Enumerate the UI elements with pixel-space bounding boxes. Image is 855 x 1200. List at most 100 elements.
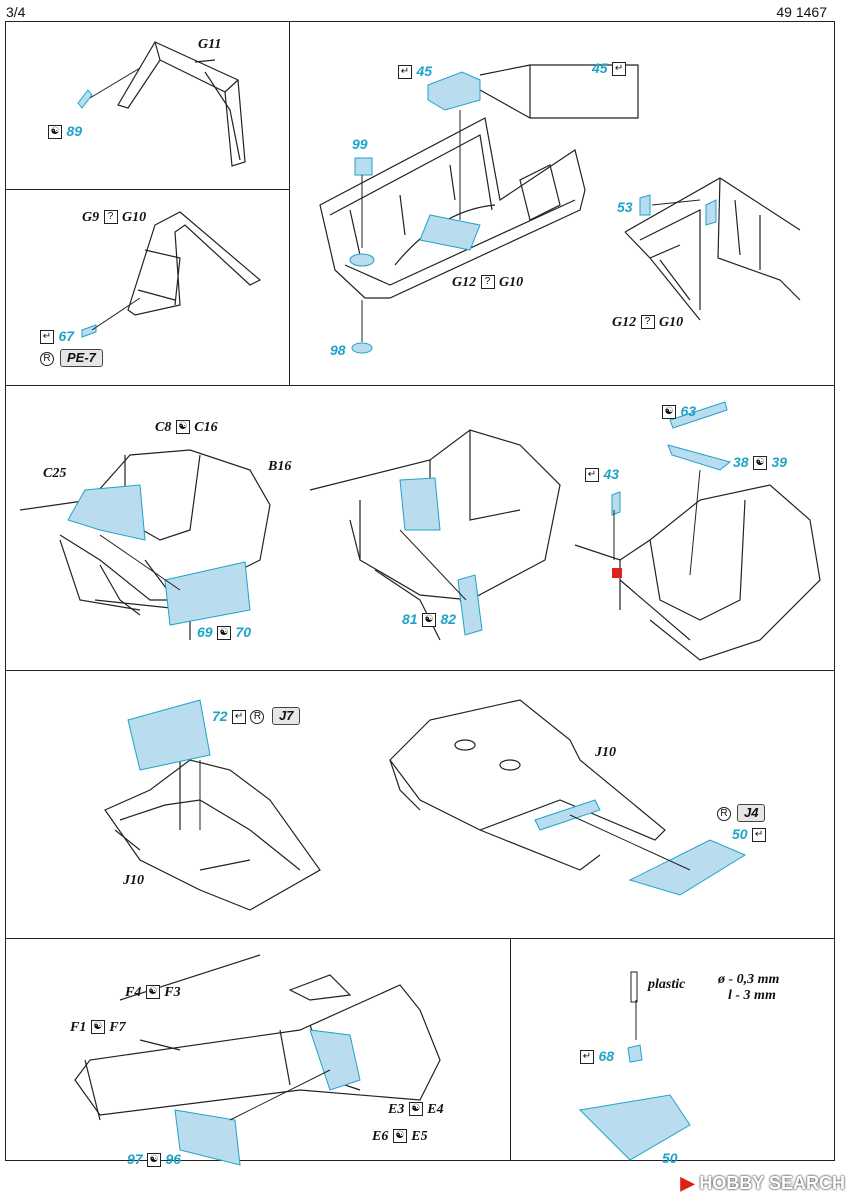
resin-icon: R	[250, 709, 265, 724]
pe-number-45: 45	[416, 63, 433, 79]
pe-number-97: 97	[127, 1151, 143, 1167]
step-j4: R	[717, 805, 731, 823]
question-icon: ?	[640, 314, 655, 329]
bend-icon: ↵	[612, 61, 627, 76]
instruction-frame	[5, 21, 835, 1161]
part-label-e6-e5: E6 ☯ E5	[372, 1127, 428, 1145]
step-45b: 45 ↵	[592, 60, 627, 78]
step-69-70: 69 ☯ 70	[197, 624, 251, 642]
pe-number-70: 70	[235, 624, 252, 640]
part-label-c25: C25	[43, 466, 67, 481]
bend-icon: ↵	[585, 467, 599, 482]
pe7-tag: PE-7	[60, 349, 103, 367]
yinyang-icon: ☯	[662, 404, 676, 419]
part-label-g10: G10	[659, 315, 684, 330]
step-43: ↵ 43	[585, 466, 619, 484]
divider	[5, 385, 835, 386]
watermark: ▶ HOBBY SEARCH	[680, 1173, 845, 1194]
divider	[510, 938, 511, 1161]
part-label-g9: G9	[82, 210, 100, 225]
bend-icon: ↵	[232, 709, 247, 724]
part-label-g12-g10b: G12 ? G10	[612, 313, 683, 331]
product-code: 49 1467	[776, 4, 827, 20]
bend-icon: ↵	[752, 827, 767, 842]
step-45a: ↵ 45	[398, 63, 432, 81]
divider	[5, 938, 835, 939]
step-63: ☯ 63	[662, 403, 696, 421]
resin-icon: R	[717, 806, 731, 821]
step-pe7: R	[40, 350, 54, 368]
j4-tag: J4	[737, 804, 766, 822]
divider	[289, 21, 290, 385]
question-icon: ?	[480, 274, 495, 289]
part-label-g11: G11	[198, 37, 222, 52]
watermark-text: HOBBY SEARCH	[699, 1173, 845, 1193]
pe-number-38: 38	[733, 454, 749, 470]
pe-number-45: 45	[592, 60, 608, 76]
step-68: ↵ 68	[580, 1048, 614, 1066]
bend-icon: ↵	[580, 1049, 594, 1064]
page-number: 3/4	[6, 4, 26, 20]
pe-number-72: 72	[212, 708, 228, 724]
part-label-j10: J10	[595, 745, 616, 760]
part-label-e3-e4: E3 ☯ E4	[388, 1100, 444, 1118]
part-label-g12: G12	[612, 315, 637, 330]
pe-number-99: 99	[352, 136, 368, 152]
step-50a: 50 ↵	[732, 826, 767, 844]
yinyang-icon: ☯	[90, 1019, 105, 1034]
part-label-b16: B16	[268, 459, 292, 474]
yinyang-icon: ☯	[145, 984, 160, 999]
part-label-e3: E3	[388, 1102, 405, 1117]
part-label-e6: E6	[372, 1129, 389, 1144]
part-label-g10: G10	[499, 275, 524, 290]
part-label-c8: C8	[155, 420, 172, 435]
divider	[5, 670, 835, 671]
part-label-g10: G10	[122, 210, 147, 225]
bend-icon: ↵	[40, 329, 54, 344]
part-label-g12: G12	[452, 275, 477, 290]
yinyang-icon: ☯	[408, 1101, 423, 1116]
question-icon: ?	[103, 209, 118, 224]
yinyang-icon: ☯	[147, 1152, 162, 1167]
step-67: ↵ 67	[40, 328, 74, 346]
yinyang-icon: ☯	[175, 419, 190, 434]
pe-number-96: 96	[165, 1151, 182, 1167]
part-label-f1-f7: F1 ☯ F7	[70, 1018, 126, 1036]
yinyang-icon: ☯	[392, 1128, 407, 1143]
step-72: 72 ↵ R	[212, 708, 265, 726]
part-label-g12-g10: G12 ? G10	[452, 273, 523, 291]
yinyang-icon: ☯	[422, 612, 437, 627]
pe-number-67: 67	[58, 328, 75, 344]
step-97-96: 97 ☯ 96	[127, 1151, 181, 1169]
plastic-label: plastic	[648, 977, 686, 992]
part-label-g9-g10: G9 ? G10	[82, 208, 146, 226]
part-label-c8-c16: C8 ☯ C16	[155, 418, 218, 436]
j7-tag: J7	[272, 707, 301, 725]
yinyang-icon: ☯	[217, 625, 232, 640]
bend-icon: ↵	[398, 64, 412, 79]
divider	[5, 189, 289, 190]
yinyang-icon: ☯	[48, 124, 62, 139]
pe-number-69: 69	[197, 624, 213, 640]
part-label-j10: J10	[123, 873, 144, 888]
part-label-f4-f3: F4 ☯ F3	[125, 983, 181, 1001]
part-label-f3: F3	[164, 985, 181, 1000]
pe-number-43: 43	[603, 466, 620, 482]
pe-number-68: 68	[598, 1048, 615, 1064]
rod-length: l - 3 mm	[728, 988, 776, 1003]
pe-number-98: 98	[330, 342, 346, 358]
part-label-e4: E4	[427, 1102, 444, 1117]
resin-icon: R	[40, 351, 54, 366]
pe-number-89: 89	[66, 123, 83, 139]
part-label-f1: F1	[70, 1020, 87, 1035]
pe-number-53: 53	[617, 199, 633, 215]
yinyang-icon: ☯	[753, 455, 768, 470]
step-81-82: 81 ☯ 82	[402, 611, 456, 629]
step-89: ☯ 89	[48, 123, 82, 141]
pe-number-50: 50	[732, 826, 748, 842]
rod-diameter: ø - 0,3 mm	[718, 972, 780, 987]
pe-number-81: 81	[402, 611, 418, 627]
part-label-f4: F4	[125, 985, 142, 1000]
part-label-e5: E5	[411, 1129, 428, 1144]
